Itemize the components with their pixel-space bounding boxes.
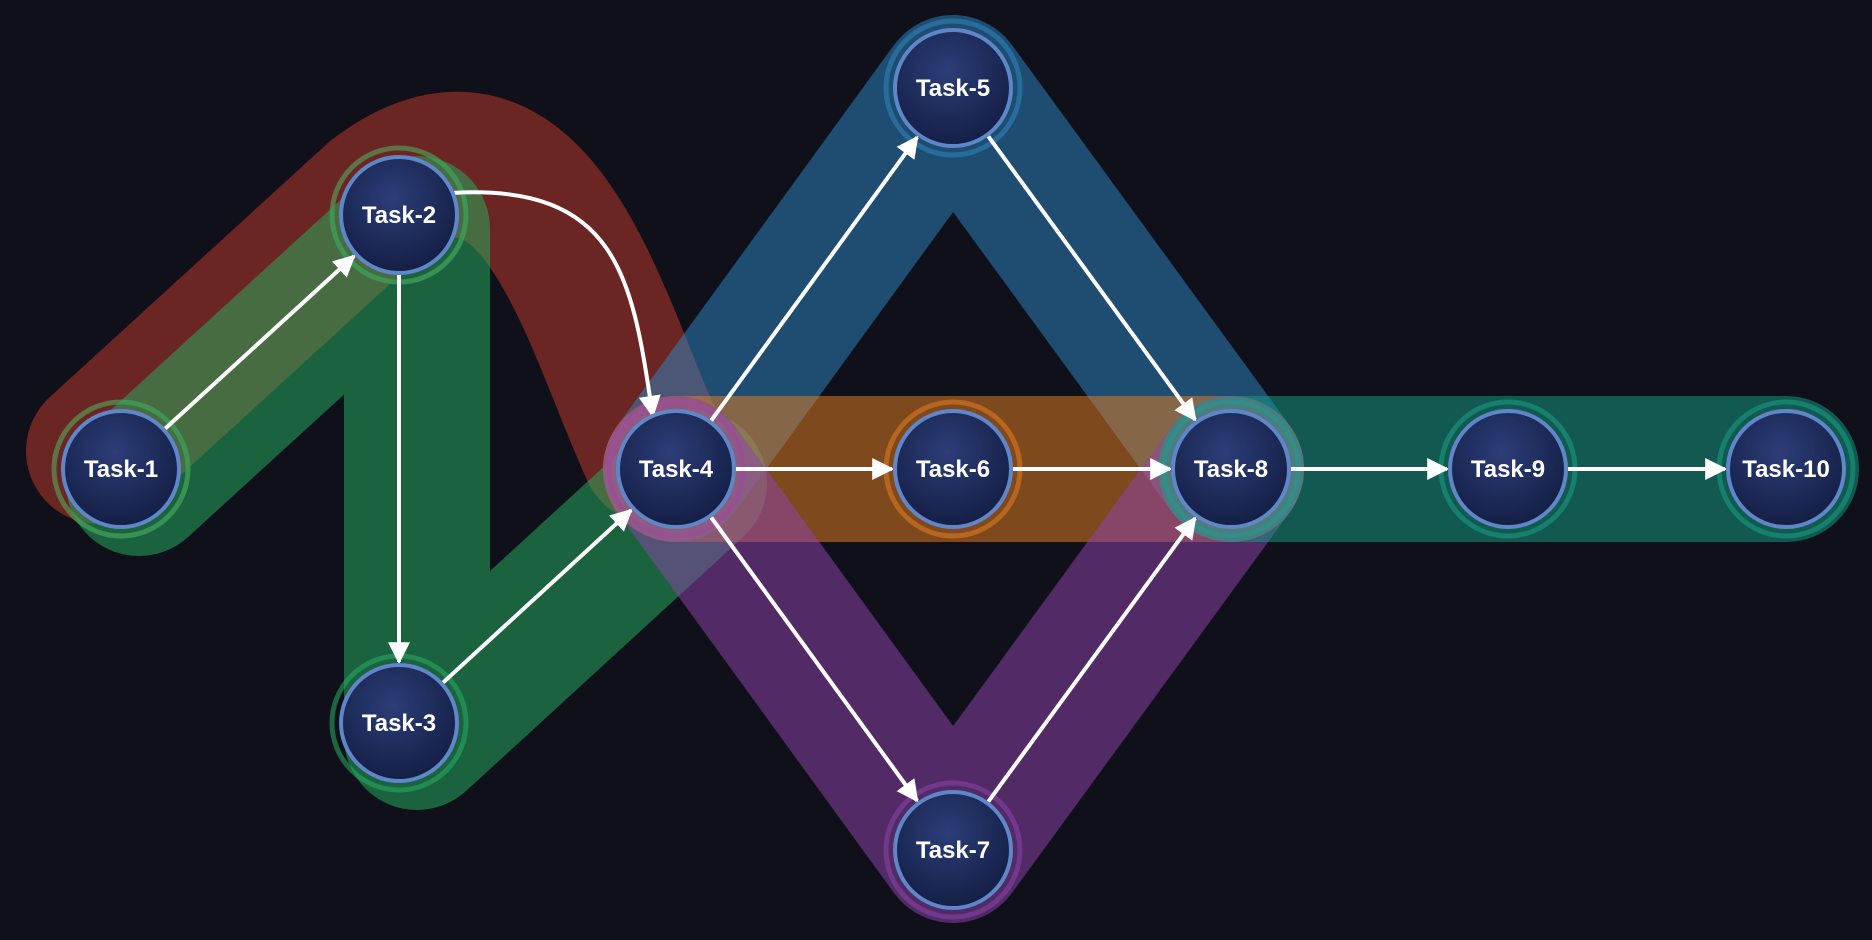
node-circle [893, 28, 1013, 148]
node-t5[interactable]: Task-5 [893, 28, 1013, 148]
node-label: Task-7 [916, 837, 990, 864]
node-label: Task-2 [362, 202, 436, 229]
node-t6[interactable]: Task-6 [893, 409, 1013, 529]
node-circle [339, 663, 459, 783]
node-label: Task-3 [362, 710, 436, 737]
node-label: Task-4 [639, 456, 714, 483]
node-t8[interactable]: Task-8 [1171, 409, 1291, 529]
node-circle [339, 155, 459, 275]
node-circle [616, 409, 736, 529]
node-t4[interactable]: Task-4 [616, 409, 736, 529]
edge-t7-t8 [986, 516, 1197, 803]
node-glow-ring [51, 399, 191, 539]
node-label: Task-5 [916, 75, 990, 102]
edge-t4-t5 [709, 135, 919, 422]
node-circle [1448, 409, 1568, 529]
node-label: Task-10 [1742, 456, 1830, 483]
node-circle [893, 409, 1013, 529]
edge-t4-t7 [709, 516, 919, 803]
node-glow-ring [883, 18, 1023, 158]
node-circle [1171, 409, 1291, 529]
edges-layer [163, 135, 1728, 803]
node-t9[interactable]: Task-9 [1448, 409, 1568, 529]
node-t3[interactable]: Task-3 [339, 663, 459, 783]
node-label: Task-8 [1194, 456, 1268, 483]
node-t1[interactable]: Task-1 [61, 409, 181, 529]
node-glow-ring [883, 780, 1023, 920]
node-circle [61, 409, 181, 529]
edge-t3-t4 [441, 508, 633, 684]
node-label: Task-6 [916, 456, 990, 483]
node-t7[interactable]: Task-7 [893, 790, 1013, 910]
node-circle [893, 790, 1013, 910]
nodes-layer: Task-1Task-2Task-3Task-4Task-5Task-6Task… [61, 28, 1846, 910]
node-t2[interactable]: Task-2 [339, 155, 459, 275]
node-t10[interactable]: Task-10 [1726, 409, 1846, 529]
node-label: Task-1 [84, 456, 158, 483]
edge-t5-t8 [986, 135, 1197, 422]
edge-t2-t4 [452, 190, 661, 418]
node-circle [1726, 409, 1846, 529]
edge-t1-t2 [163, 254, 356, 431]
highlight-path-band [66, 156, 767, 810]
node-label: Task-9 [1471, 456, 1545, 483]
